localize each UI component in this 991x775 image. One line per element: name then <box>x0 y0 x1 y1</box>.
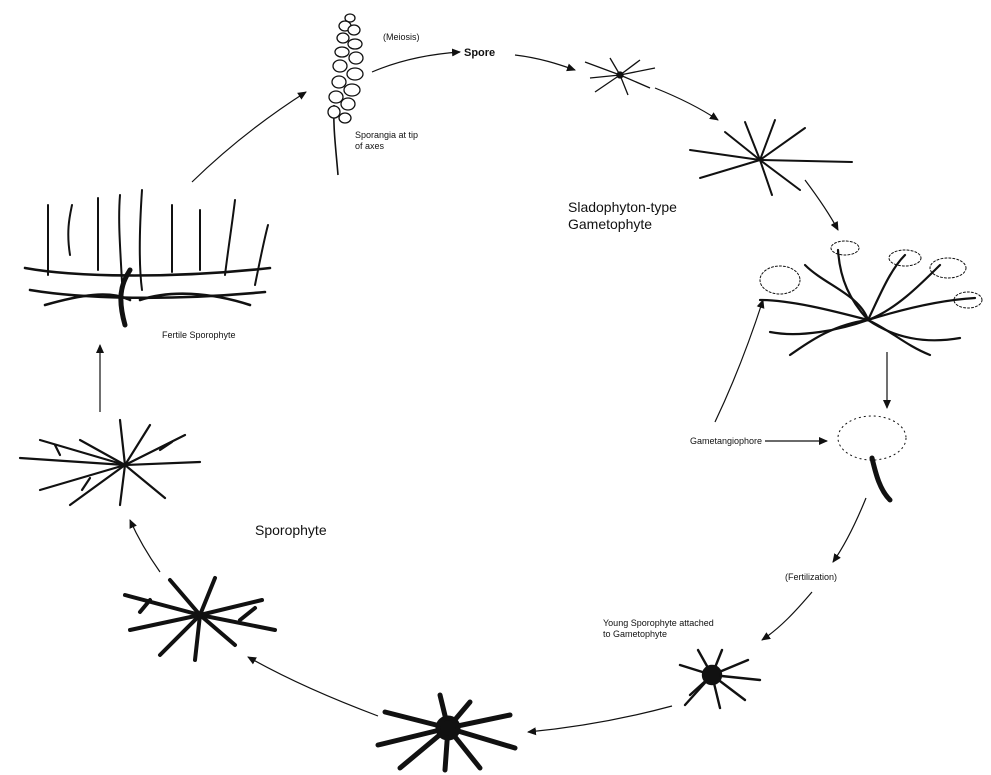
label-gametangiophore: Gametangiophore <box>690 436 762 446</box>
arrow-sporangia-to-spore <box>372 52 460 72</box>
label-fertilization: (Fertilization) <box>785 572 837 582</box>
arrow-spore-to-germling <box>515 55 575 70</box>
juvenile-gametophyte-illustration <box>690 120 852 195</box>
arrow-gametangiophore-pointer-up <box>715 300 763 422</box>
branching-sporophyte-illustration <box>125 578 275 660</box>
label-sporangia-line2: of axes <box>355 141 385 151</box>
arrow-germling-to-juvenile-gametophyte <box>655 88 718 120</box>
fertile-sporophyte-illustration <box>25 190 270 325</box>
label-sporophyte: Sporophyte <box>255 522 327 538</box>
gametangiophore-illustration <box>838 416 906 500</box>
arrow-juvenile-to-branching-sporophyte <box>248 657 378 716</box>
label-spore: Spore <box>464 47 495 59</box>
label-fertile-sporophyte: Fertile Sporophyte <box>162 330 236 340</box>
spore-germling-illustration <box>585 58 655 95</box>
label-young-sporophyte-line2: to Gametophyte <box>603 629 667 639</box>
label-meiosis: (Meiosis) <box>383 32 420 42</box>
young-sporophyte-illustration <box>680 650 760 708</box>
arrow-young-to-juvenile-sporophyte <box>528 706 672 732</box>
arrow-juvenile-to-mature-gametophyte <box>805 180 838 230</box>
spreading-sporophyte-illustration <box>20 420 200 505</box>
juvenile-sporophyte-illustration <box>378 695 515 770</box>
label-sporangia-line1: Sporangia at tip <box>355 130 418 140</box>
arrow-branching-to-spreading-sporophyte <box>130 520 160 572</box>
arrow-fertile-sporophyte-to-sporangia <box>192 92 306 182</box>
label-gametophyte-line2: Gametophyte <box>568 216 652 232</box>
mature-gametophyte-illustration <box>760 241 982 355</box>
label-gametophyte-line1: Sladophyton-type <box>568 199 677 215</box>
label-young-sporophyte-line1: Young Sporophyte attached <box>603 618 714 628</box>
arrow-fertilization-to-young-sporophyte <box>762 592 812 640</box>
arrow-to-fertilization <box>833 498 866 562</box>
